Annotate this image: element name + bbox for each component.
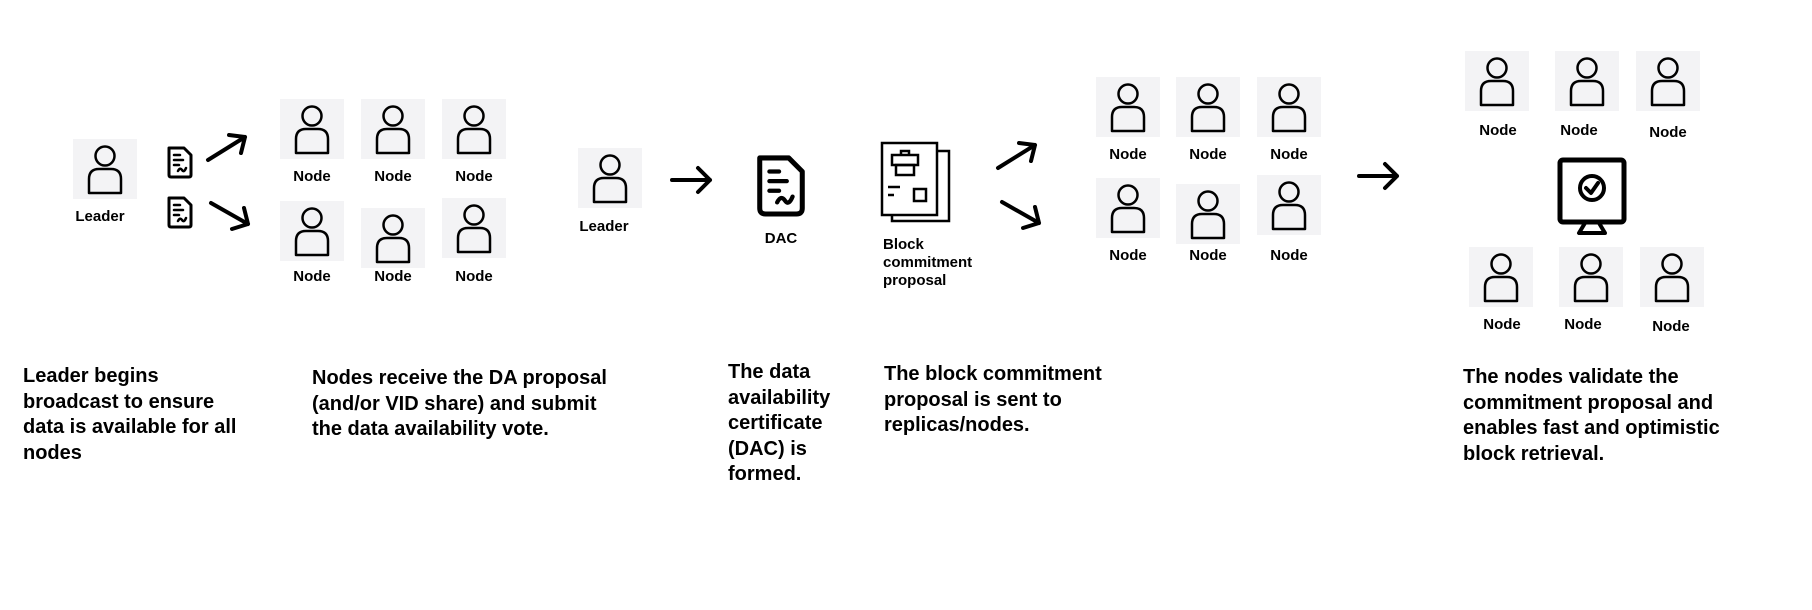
leader-label: Leader	[579, 218, 629, 235]
dac-label: DAC	[764, 230, 798, 247]
node-label: Node	[455, 168, 493, 185]
document-icon	[165, 195, 195, 229]
step1-description: Leader begins broadcast to ensure data i…	[23, 365, 237, 464]
dac-certificate-icon	[757, 155, 805, 217]
node-label: Node	[1564, 316, 1602, 333]
block-proposal-icon	[880, 141, 951, 223]
node-label: Node	[1560, 122, 1598, 139]
node-label: Node	[374, 168, 412, 185]
node-icon	[1096, 178, 1160, 238]
leader-icon	[578, 148, 642, 208]
node-icon	[1465, 51, 1529, 111]
block-proposal-label: Block commitment proposal	[883, 236, 973, 289]
document-icon	[165, 145, 195, 179]
node-icon	[1469, 247, 1533, 307]
arrow-right-icon	[1357, 161, 1401, 191]
step2-description: Nodes receive the DA proposal (and/or VI…	[312, 367, 607, 440]
node-label: Node	[293, 168, 331, 185]
node-label: Node	[1270, 146, 1308, 163]
node-label: Node	[374, 268, 412, 285]
step3-description: The data availability certificate (DAC) …	[728, 361, 831, 485]
monitor-check-icon	[1557, 157, 1627, 235]
leader-icon	[73, 139, 137, 199]
node-label: Node	[455, 268, 493, 285]
node-icon	[1176, 77, 1240, 137]
node-icon	[1257, 175, 1321, 235]
node-icon	[1555, 51, 1619, 111]
leader-label: Leader	[75, 208, 125, 225]
arrow-down-right-icon	[208, 200, 252, 232]
step4-description: The block commitment proposal is sent to…	[884, 363, 1102, 436]
node-icon	[1176, 184, 1240, 244]
node-label: Node	[1270, 247, 1308, 264]
arrow-up-right-icon	[995, 139, 1039, 171]
node-icon	[361, 99, 425, 159]
node-icon	[280, 99, 344, 159]
node-icon	[1559, 247, 1623, 307]
node-icon	[442, 198, 506, 258]
arrow-down-right-icon	[999, 199, 1043, 231]
node-label: Node	[1479, 122, 1517, 139]
node-label: Node	[1109, 146, 1147, 163]
arrow-up-right-icon	[205, 131, 249, 163]
node-icon	[1636, 51, 1700, 111]
node-label: Node	[1652, 318, 1690, 335]
node-label: Node	[1189, 146, 1227, 163]
node-icon	[1640, 247, 1704, 307]
node-icon	[280, 201, 344, 261]
node-icon	[1257, 77, 1321, 137]
node-icon	[361, 208, 425, 268]
node-label: Node	[293, 268, 331, 285]
node-label: Node	[1189, 247, 1227, 264]
step5-description: The nodes validate the commitment propos…	[1463, 366, 1720, 465]
node-icon	[1096, 77, 1160, 137]
arrow-right-icon	[670, 165, 714, 195]
node-label: Node	[1109, 247, 1147, 264]
node-label: Node	[1649, 124, 1687, 141]
node-label: Node	[1483, 316, 1521, 333]
node-icon	[442, 99, 506, 159]
